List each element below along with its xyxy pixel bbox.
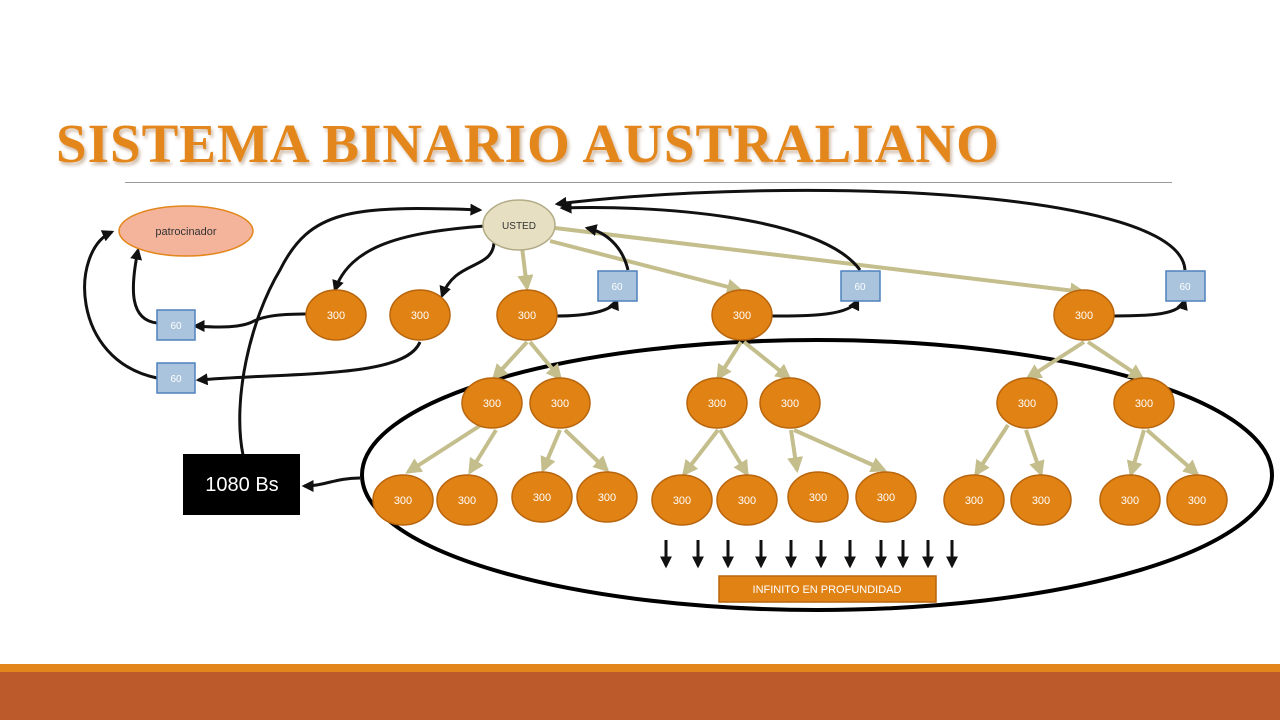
svg-text:300: 300 xyxy=(809,492,827,504)
node-300: 300 xyxy=(496,289,558,341)
svg-text:300: 300 xyxy=(327,310,345,322)
node-300: 300 xyxy=(576,471,638,523)
flow-arrows xyxy=(83,188,1188,569)
node-300: 300 xyxy=(389,289,451,341)
total-earnings-label: 1080 Bs xyxy=(205,474,278,496)
node-300: 300 xyxy=(855,471,917,523)
node-300: 300 xyxy=(511,471,573,523)
svg-text:300: 300 xyxy=(1121,495,1139,507)
infinite-depth-label: INFINITO EN PROFUNDIDAD xyxy=(753,584,902,596)
svg-text:60: 60 xyxy=(611,282,623,293)
svg-text:60: 60 xyxy=(170,321,182,332)
sponsor-label: patrocinador xyxy=(155,226,216,238)
slide-title: Sistema binario australiano xyxy=(56,113,1000,174)
svg-text:300: 300 xyxy=(551,398,569,410)
svg-text:300: 300 xyxy=(673,495,691,507)
svg-text:300: 300 xyxy=(483,398,501,410)
node-300: 300 xyxy=(461,377,523,429)
node-300: 300 xyxy=(716,474,778,526)
sponsor-node: patrocinador xyxy=(118,205,254,257)
depth-group-ellipse xyxy=(360,338,1274,612)
node-300: 300 xyxy=(436,474,498,526)
footer-accent-stripe xyxy=(0,664,1280,672)
title-divider xyxy=(125,182,1172,183)
svg-text:300: 300 xyxy=(394,495,412,507)
svg-text:60: 60 xyxy=(854,282,866,293)
node-300: 300 xyxy=(1099,474,1161,526)
svg-text:300: 300 xyxy=(781,398,799,410)
tree-edges xyxy=(405,226,1200,478)
node-300: 300 xyxy=(372,474,434,526)
svg-text:300: 300 xyxy=(411,310,429,322)
svg-text:300: 300 xyxy=(598,492,616,504)
svg-text:300: 300 xyxy=(1018,398,1036,410)
infinite-depth-label-box: INFINITO EN PROFUNDIDAD xyxy=(718,575,937,603)
svg-text:300: 300 xyxy=(877,492,895,504)
usted-node: USTED xyxy=(482,199,556,251)
node-300: 300 xyxy=(305,289,367,341)
node-300: 300 xyxy=(711,289,773,341)
footer-band xyxy=(0,672,1280,720)
commission-box-60: 60 xyxy=(156,362,196,394)
svg-text:300: 300 xyxy=(1032,495,1050,507)
svg-text:300: 300 xyxy=(965,495,983,507)
svg-text:300: 300 xyxy=(458,495,476,507)
svg-text:300: 300 xyxy=(738,495,756,507)
svg-text:300: 300 xyxy=(733,310,751,322)
node-300: 300 xyxy=(787,471,849,523)
node-300: 300 xyxy=(943,474,1005,526)
node-300: 300 xyxy=(996,377,1058,429)
svg-text:300: 300 xyxy=(708,398,726,410)
svg-text:300: 300 xyxy=(1188,495,1206,507)
svg-text:300: 300 xyxy=(533,492,551,504)
total-earnings-box: 1080 Bs xyxy=(183,454,300,515)
node-300: 300 xyxy=(1166,474,1228,526)
node-300: 300 xyxy=(759,377,821,429)
svg-text:60: 60 xyxy=(1179,282,1191,293)
svg-text:60: 60 xyxy=(170,374,182,385)
commission-box-60: 60 xyxy=(1165,270,1206,302)
node-300: 300 xyxy=(1010,474,1072,526)
node-300: 300 xyxy=(1113,377,1175,429)
usted-label: USTED xyxy=(502,221,536,232)
commission-box-60: 60 xyxy=(840,270,881,302)
commission-box-60: 60 xyxy=(597,270,638,302)
svg-text:300: 300 xyxy=(518,310,536,322)
node-300: 300 xyxy=(651,474,713,526)
node-300: 300 xyxy=(686,377,748,429)
commission-box-60: 60 xyxy=(156,309,196,341)
svg-text:300: 300 xyxy=(1075,310,1093,322)
svg-text:300: 300 xyxy=(1135,398,1153,410)
node-300: 300 xyxy=(529,377,591,429)
node-300: 300 xyxy=(1053,289,1115,341)
